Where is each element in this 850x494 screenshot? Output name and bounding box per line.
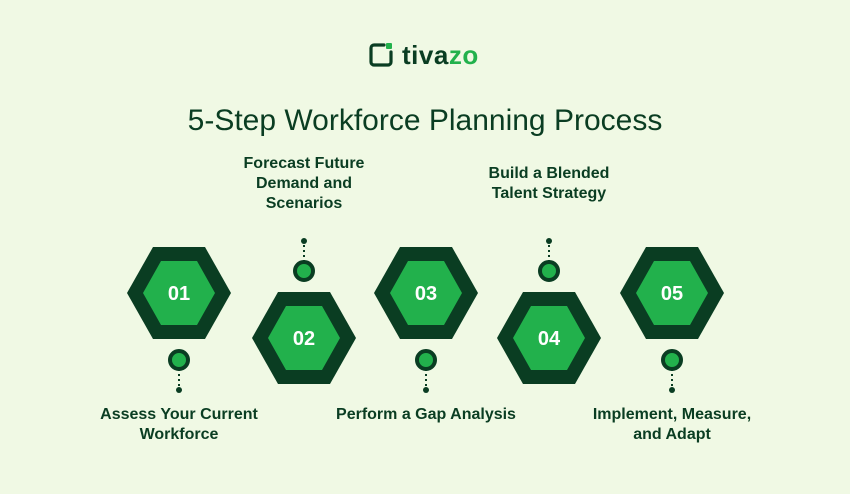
step-4-connector-dot: [546, 238, 552, 244]
step-4-number: 04: [538, 328, 561, 350]
step-2-hexagon-inner: [268, 306, 340, 370]
step-1-hexagon-inner: [143, 261, 215, 325]
step-1: 01: [127, 247, 231, 393]
step-5-connector-circle: [661, 349, 683, 371]
brand-name-main: tiva: [402, 39, 449, 70]
step-2-connector-dot: [301, 238, 307, 244]
step-1-label: Assess Your Current Workforce: [100, 406, 258, 443]
step-1-connector-dot: [176, 387, 182, 393]
step-4: 04: [497, 238, 601, 384]
logo-icon: [369, 43, 393, 67]
step-4-connector-circle: [538, 260, 560, 282]
step-5-number: 05: [661, 283, 683, 305]
brand-name: tivazo: [402, 40, 479, 71]
step-2-connector-circle: [293, 260, 315, 282]
step-5-connector-dot: [669, 387, 675, 393]
page-title: 5-Step Workforce Planning Process: [187, 104, 663, 137]
step-2-number: 02: [293, 328, 315, 350]
step-5-label: Implement, Measure, and Adapt: [592, 406, 752, 443]
step-3-connector-dot: [423, 387, 429, 393]
step-4-hexagon-inner: [513, 306, 585, 370]
brand-logo: tivazo: [368, 40, 479, 70]
step-4-label: Build a Blended Talent Strategy: [488, 165, 610, 202]
step-3-connector-circle: [415, 349, 437, 371]
step-2: 02: [252, 238, 356, 384]
step-5-hexagon-inner: [636, 261, 708, 325]
step-3-label: Perform a Gap Analysis: [336, 406, 516, 423]
step-3-hexagon-inner: [390, 261, 462, 325]
brand-name-accent: zo: [448, 39, 479, 70]
step-1-number: 01: [168, 283, 190, 305]
step-2-label: Forecast Future Demand and Scenarios: [243, 155, 365, 212]
step-5: 05: [620, 247, 724, 393]
step-3-number: 03: [415, 283, 437, 305]
step-3: 03: [374, 247, 478, 393]
step-1-connector-circle: [168, 349, 190, 371]
